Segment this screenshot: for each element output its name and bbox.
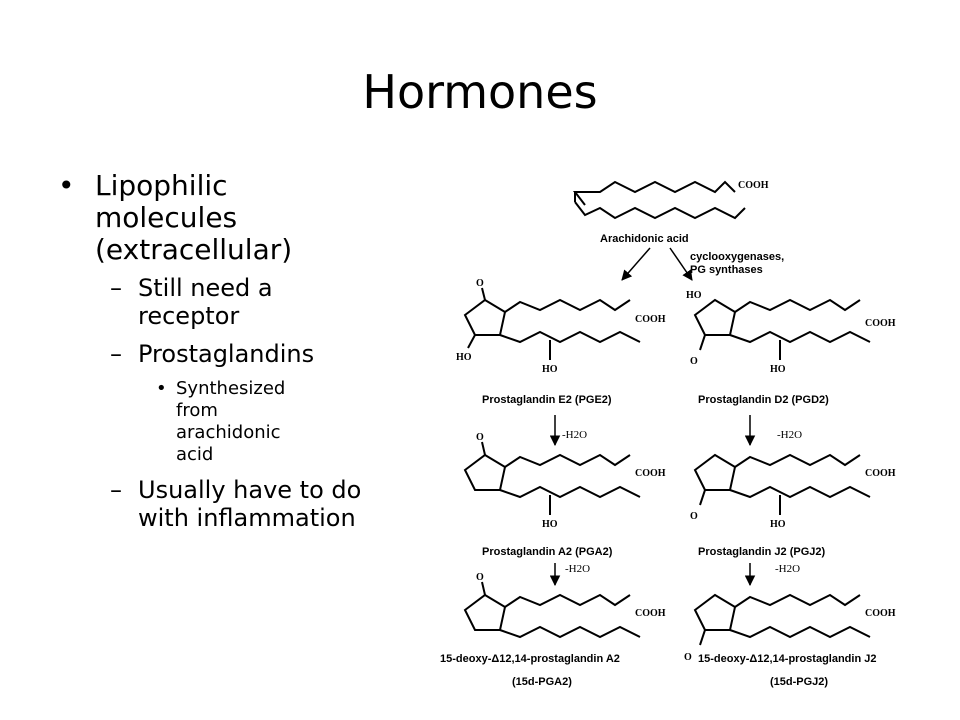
- sub-bullet-receptor: Still need a receptor: [52, 274, 372, 330]
- ketone-o-pge2: O: [476, 278, 484, 289]
- 15d-pgj2-label: 15-deoxy-Δ12,14-prostaglandin J2: [698, 653, 876, 665]
- arachidonic-acid-label: Arachidonic acid: [600, 233, 689, 245]
- arrow-to-pgd2: [669, 247, 693, 281]
- prostaglandin-structures: [463, 287, 871, 646]
- cooh-label: COOH: [738, 180, 769, 191]
- 15d-pgj2-abbr: (15d-PGJ2): [770, 676, 828, 688]
- ketone-o-pga2: O: [476, 432, 484, 443]
- cooh-pgd2: COOH: [865, 318, 896, 329]
- ketone-o-pgd2: O: [690, 356, 698, 367]
- sub-bullet-prostaglandins: Prostaglandins: [52, 340, 372, 368]
- pge2-label: Prostaglandin E2 (PGE2): [482, 394, 612, 406]
- prostaglandin-synthesis-diagram: COOH Arachidonic acid cyclooxygenases, P…: [440, 180, 896, 688]
- pgj2-label: Prostaglandin J2 (PGJ2): [698, 546, 825, 558]
- ketone-o-pgj2: O: [690, 511, 698, 522]
- pgd2-label: Prostaglandin D2 (PGD2): [698, 394, 829, 406]
- 15d-pga2-abbr: (15d-PGA2): [512, 676, 572, 688]
- cooh-15d-pgj2: COOH: [865, 608, 896, 619]
- 15d-pga2-label: 15-deoxy-Δ12,14-prostaglandin A2: [440, 653, 620, 665]
- arachidonic-acid-structure: [572, 180, 746, 220]
- cooh-pge2: COOH: [635, 314, 666, 325]
- ho-ring-pge2: HO: [456, 352, 472, 363]
- cooh-pgj2: COOH: [865, 468, 896, 479]
- bullet-lipophilic: Lipophilic molecules (extracellular): [52, 170, 372, 266]
- ho-chain-pgj2: HO: [770, 519, 786, 530]
- pga2-label: Prostaglandin A2 (PGA2): [482, 546, 613, 558]
- enzyme-label-2: PG synthases: [690, 264, 763, 276]
- dehydration-label-4: -H2O: [775, 563, 800, 575]
- dehydration-label-2: -H2O: [777, 429, 802, 441]
- sub-sub-bullet-synthesized: Synthesized from arachidonic acid: [52, 378, 316, 466]
- dehydration-label-3: -H2O: [565, 563, 590, 575]
- arrow-to-pge2: [621, 247, 651, 281]
- ho-chain-pge2: HO: [542, 364, 558, 375]
- ketone-o-15d-pgj2: O: [684, 652, 692, 663]
- slide-title: Hormones: [362, 65, 598, 119]
- ho-chain-pgd2: HO: [770, 364, 786, 375]
- ketone-o-15d-pga2: O: [476, 572, 484, 583]
- sub-bullet-inflammation: Usually have to do with inflammation: [52, 476, 372, 532]
- enzyme-label-1: cyclooxygenases,: [690, 251, 784, 263]
- bullet-list: Lipophilic molecules (extracellular) Sti…: [52, 170, 372, 542]
- cooh-pga2: COOH: [635, 468, 666, 479]
- cooh-15d-pga2: COOH: [635, 608, 666, 619]
- ho-ring-pgd2: HO: [686, 290, 702, 301]
- ho-chain-pga2: HO: [542, 519, 558, 530]
- dehydration-label-1: -H2O: [562, 429, 587, 441]
